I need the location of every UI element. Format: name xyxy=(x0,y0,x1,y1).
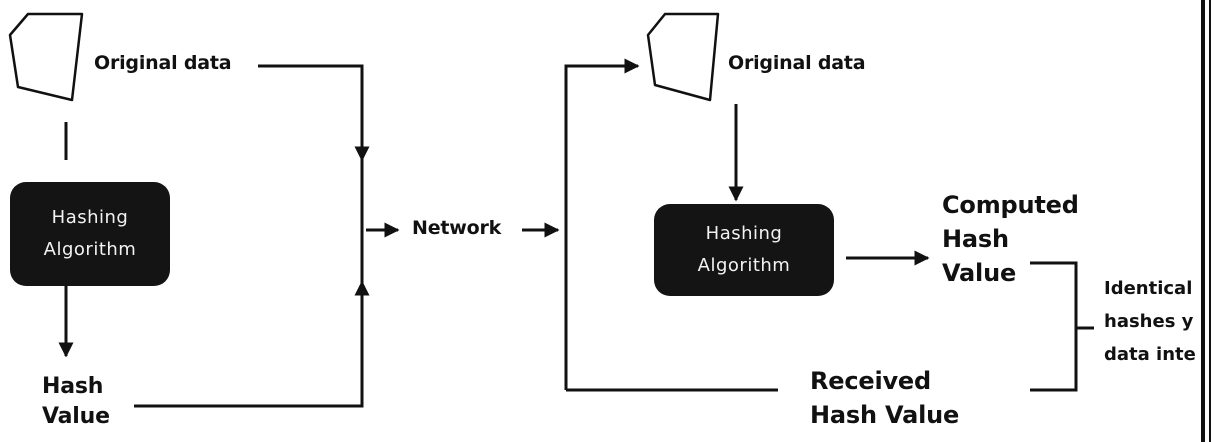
right-hashing-algorithm-box: Hashing Algorithm xyxy=(654,204,834,296)
left-document-icon xyxy=(8,12,84,102)
result-line2: hashes y xyxy=(1104,311,1194,332)
line-original-to-network xyxy=(258,64,370,162)
left-hashing-algorithm-box: Hashing Algorithm xyxy=(10,182,170,286)
right-document-icon xyxy=(646,12,720,102)
line-hash-to-network xyxy=(134,280,370,408)
computed-line2: Hash xyxy=(942,225,1009,253)
computed-line1: Computed xyxy=(942,191,1079,219)
left-hash-line1: Hash xyxy=(42,374,104,399)
network-label: Network xyxy=(412,217,502,239)
received-line2: Hash Value xyxy=(810,401,960,429)
result-line3: data inte xyxy=(1104,344,1196,365)
right-border-thick xyxy=(1201,0,1205,442)
left-algo-line1: Hashing xyxy=(51,207,129,228)
received-line1: Received xyxy=(810,367,931,395)
computed-line3: Value xyxy=(942,259,1017,287)
right-original-data-label: Original data xyxy=(728,52,866,74)
right-algo-line2: Algorithm xyxy=(697,255,791,276)
right-algo-line1: Hashing xyxy=(705,223,783,244)
left-algo-line2: Algorithm xyxy=(43,239,137,260)
result-text: Identical hashes y data inte xyxy=(1104,272,1201,371)
left-original-data-label: Original data xyxy=(94,52,232,74)
left-hash-value-label: Hash Value xyxy=(42,372,110,432)
right-border-thin xyxy=(1209,0,1211,442)
line-network-to-original xyxy=(564,58,640,390)
computed-hash-value-label: Computed Hash Value xyxy=(942,188,1079,290)
result-line1: Identical xyxy=(1104,278,1193,299)
left-hash-line2: Value xyxy=(42,404,110,429)
received-hash-value-label: Received Hash Value xyxy=(810,364,959,432)
